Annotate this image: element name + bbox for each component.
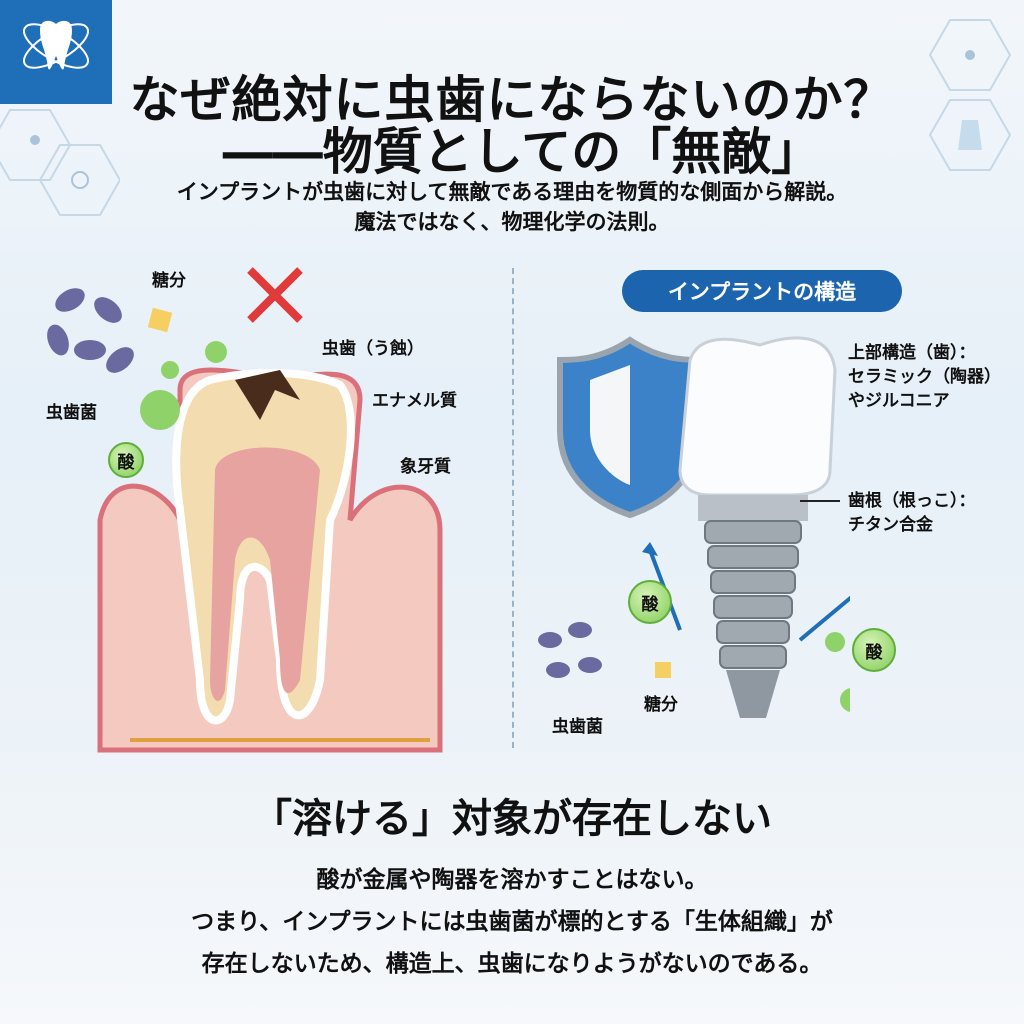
cross-icon: [247, 267, 303, 323]
acid-bubble: 酸: [108, 442, 144, 478]
implant-diagram: [538, 336, 850, 718]
title-line1: なぜ絶対に虫歯にならないのか？: [129, 71, 895, 129]
title-line2: ――物質としての「無敵」: [222, 123, 822, 181]
label-root-line2: チタン合金: [848, 515, 933, 535]
conclusion-line1: 酸が金属や陶器を溶かすことはない。: [316, 867, 708, 893]
natural-tooth-diagram: [47, 267, 443, 753]
implant-structure-heading: インプラントの構造: [622, 270, 902, 312]
subtitle-line2: 魔法ではなく、物理化学の法則。: [354, 210, 670, 234]
label-caries: 虫歯（う蝕）: [322, 339, 424, 359]
label-root-line1: 歯根（根っこ）：: [848, 491, 976, 511]
caries-icon: [235, 370, 300, 420]
label-bacteria-right: 虫歯菌: [552, 717, 603, 737]
sugar-cube-icon: [147, 307, 173, 333]
label-sugar-right: 糖分: [644, 695, 678, 715]
hexagon-decoration-icon: [0, 109, 120, 216]
label-bacteria: 虫歯菌: [46, 403, 97, 423]
panel-divider: [512, 268, 514, 748]
conclusion-line2: つまり、インプラントには虫歯菌が標的とする「生体組織」が: [191, 909, 833, 935]
conclusion-heading: 「溶ける」対象が存在しない: [252, 796, 772, 842]
label-crown-line3: やジルコニア: [848, 391, 950, 411]
bacteria-icon: [538, 622, 602, 678]
tooth-icon: [23, 20, 89, 70]
subtitle-line1: インプラントが虫歯に対して無敵である理由を物質的な側面から解説。: [176, 180, 848, 204]
bacteria-icon: [47, 288, 134, 373]
lab-icons-decoration-icon: [928, 19, 1012, 171]
sugar-cube-icon: [655, 662, 671, 678]
acid-bubble-2: 酸: [852, 628, 896, 672]
label-dentin: 象牙質: [400, 457, 451, 477]
label-enamel: エナメル質: [372, 391, 457, 411]
crown-icon: [678, 336, 837, 497]
root-leader-line: [800, 500, 840, 502]
label-crown-line1: 上部構造（歯）：: [848, 343, 976, 363]
tooth-atom-logo: [0, 0, 112, 104]
label-sugar: 糖分: [152, 271, 186, 291]
acid-bubble-1: 酸: [628, 580, 672, 624]
conclusion-line3: 存在しないため、構造上、虫歯になりようがないのである。: [201, 951, 823, 977]
label-crown-line2: セラミック（陶器）: [848, 367, 1001, 387]
